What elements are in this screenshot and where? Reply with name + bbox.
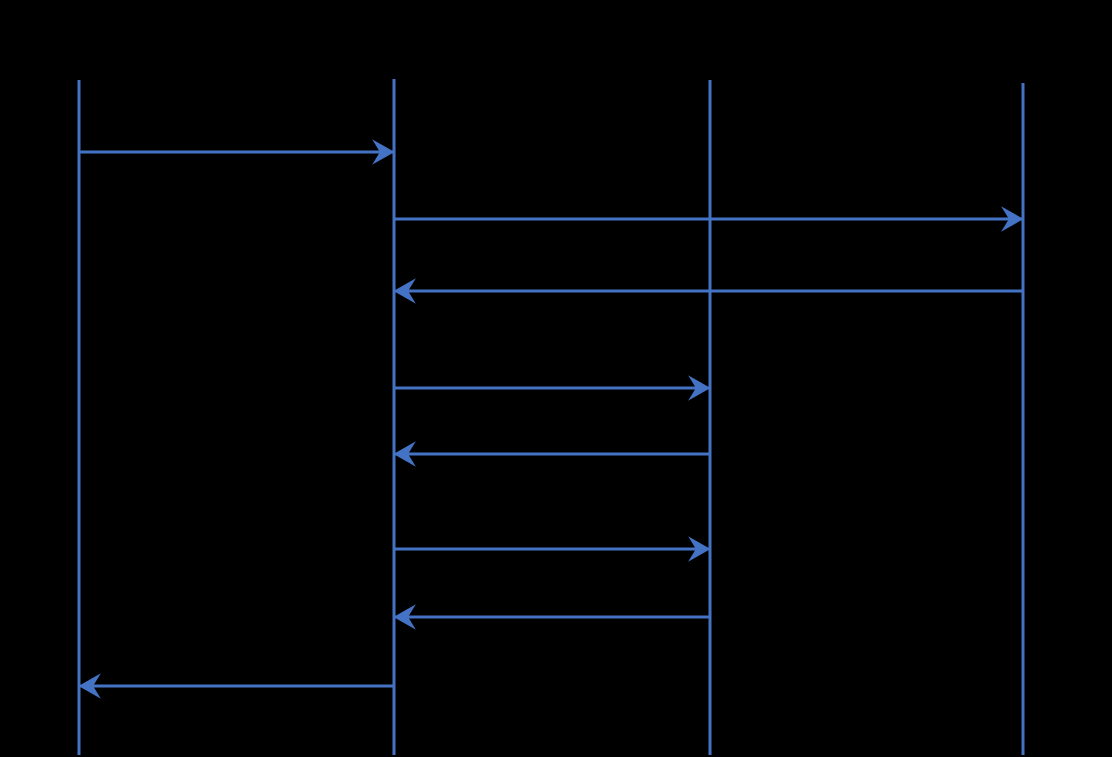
diagram-background xyxy=(0,0,1112,757)
sequence-diagram xyxy=(0,0,1112,757)
sequence-diagram-canvas xyxy=(0,0,1112,757)
